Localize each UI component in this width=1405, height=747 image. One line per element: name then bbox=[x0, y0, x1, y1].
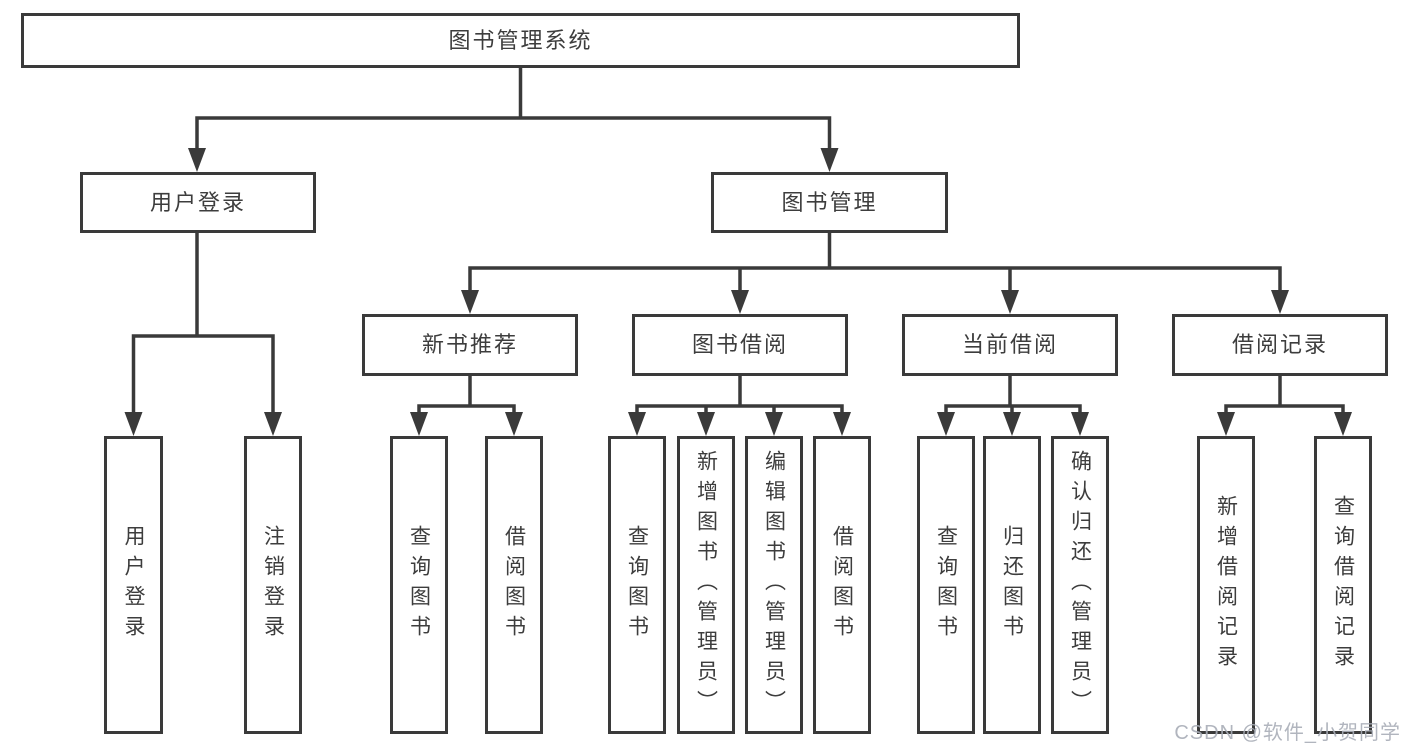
leaf-query-books-current: 查询图书 bbox=[917, 436, 975, 734]
node-borrow-records: 借阅记录 bbox=[1172, 314, 1388, 376]
leaf-user-login: 用户登录 bbox=[104, 436, 163, 734]
leaf-confirm-return-admin: 确认归还（管理员） bbox=[1051, 436, 1109, 734]
node-library-system: 图书管理系统 bbox=[21, 13, 1020, 68]
node-new-book-recommend: 新书推荐 bbox=[362, 314, 578, 376]
arrow-down-icon bbox=[410, 412, 428, 436]
arrow-down-icon bbox=[833, 412, 851, 436]
arrow-down-icon bbox=[1334, 412, 1352, 436]
arrow-down-icon bbox=[820, 148, 839, 172]
node-user-login: 用户登录 bbox=[80, 172, 316, 233]
arrow-down-icon bbox=[731, 290, 749, 314]
arrow-down-icon bbox=[1071, 412, 1089, 436]
leaf-logout: 注销登录 bbox=[244, 436, 302, 734]
leaf-borrow-books: 借阅图书 bbox=[813, 436, 871, 734]
arrow-down-icon bbox=[937, 412, 955, 436]
node-current-borrow: 当前借阅 bbox=[902, 314, 1118, 376]
leaf-edit-book-admin: 编辑图书（管理员） bbox=[745, 436, 803, 734]
leaf-borrow-books-recommend: 借阅图书 bbox=[485, 436, 543, 734]
arrow-down-icon bbox=[505, 412, 523, 436]
csdn-watermark: CSDN @软件_小贺同学 bbox=[1174, 722, 1401, 744]
leaf-query-books-recommend: 查询图书 bbox=[390, 436, 448, 734]
leaf-query-borrow-record: 查询借阅记录 bbox=[1314, 436, 1372, 734]
arrow-down-icon bbox=[697, 412, 715, 436]
node-book-management: 图书管理 bbox=[711, 172, 948, 233]
arrow-down-icon bbox=[765, 412, 783, 436]
arrow-down-icon bbox=[1001, 290, 1019, 314]
arrow-down-icon bbox=[124, 412, 143, 436]
leaf-add-book-admin: 新增图书（管理员） bbox=[677, 436, 735, 734]
leaf-return-books: 归还图书 bbox=[983, 436, 1041, 734]
arrow-down-icon bbox=[628, 412, 646, 436]
arrow-down-icon bbox=[188, 148, 206, 172]
arrow-down-icon bbox=[1003, 412, 1021, 436]
leaf-add-borrow-record: 新增借阅记录 bbox=[1197, 436, 1255, 734]
leaf-query-books-borrow: 查询图书 bbox=[608, 436, 666, 734]
node-book-borrow: 图书借阅 bbox=[632, 314, 848, 376]
arrow-down-icon bbox=[1271, 290, 1289, 314]
arrow-down-icon bbox=[461, 290, 479, 314]
arrow-down-icon bbox=[1217, 412, 1235, 436]
arrow-down-icon bbox=[264, 412, 282, 436]
